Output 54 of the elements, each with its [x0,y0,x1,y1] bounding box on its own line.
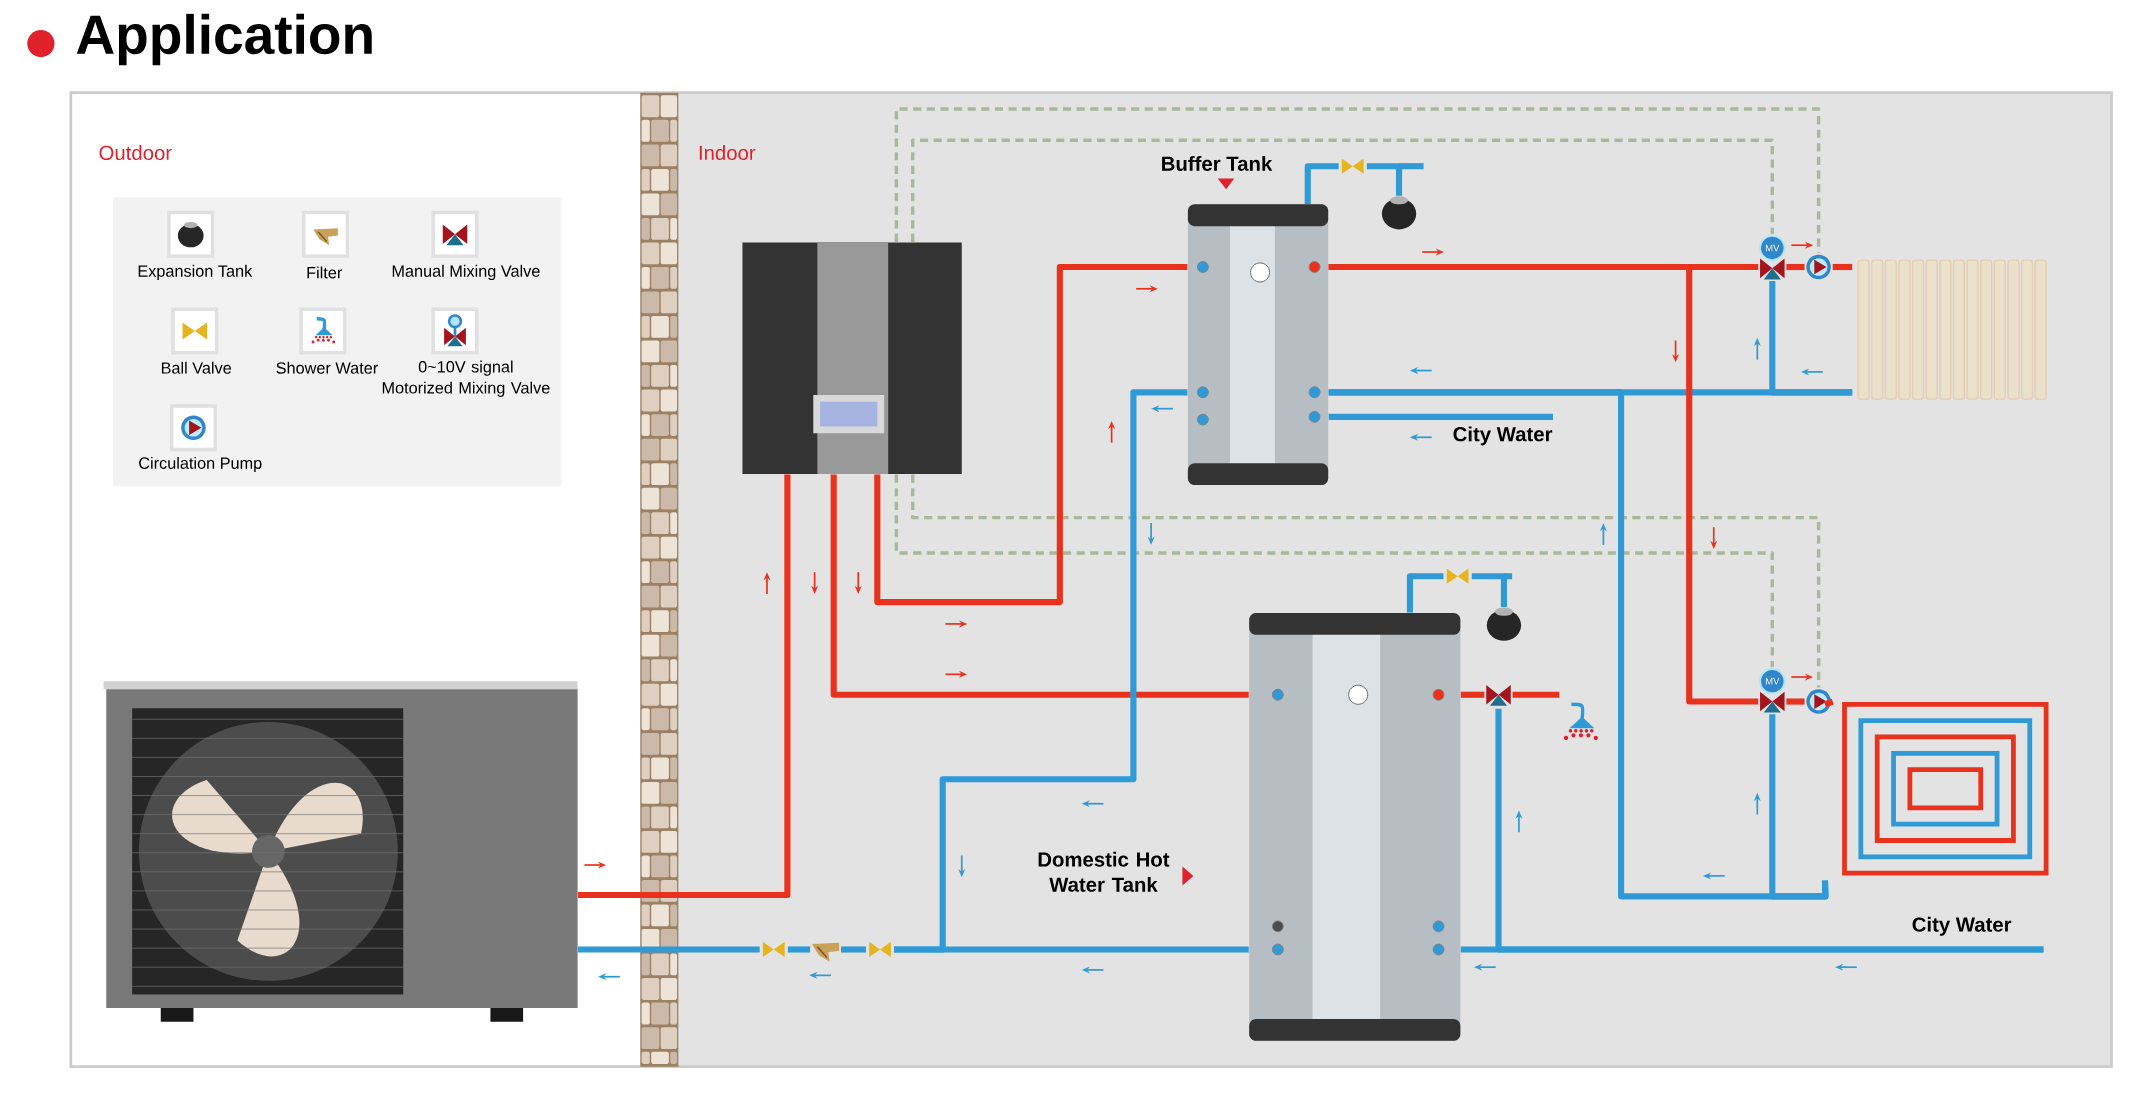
pipe [1495,708,2044,953]
outdoor-unit-drawing [103,681,578,1022]
motorized-valve: MV [1759,667,1786,713]
signal-line [894,107,1821,253]
legend-label: Shower Water [276,361,378,374]
pipe [1786,698,1805,705]
motorized-valve: MV [1759,234,1786,280]
pipe [894,946,1249,953]
legend-label: Ball Valve [161,361,232,374]
pipe [1328,264,1759,705]
area-label: Outdoor [99,145,172,161]
edge-label: City Water [1909,914,2014,939]
mixing-valve [1486,685,1511,706]
legend-label: Circulation Pump [139,457,262,473]
indoor-unit-drawing [742,242,962,475]
ball-valve [869,941,891,958]
legend-label: 0~10V signal Motorized Mixing Valve [382,360,550,397]
ball-valve [762,941,785,958]
radiator-drawing [1857,259,2047,400]
filter [811,942,840,962]
ball-valve [1341,158,1364,174]
tank-label: Domestic Hot Water Tank [1038,851,1170,892]
pipe [1460,691,1485,698]
legend-label: Filter [307,266,342,279]
signal-line [911,474,1821,688]
circulation-pump [1806,254,1831,280]
pipe [874,264,1188,606]
tank-label: Buffer Tank [1162,156,1273,171]
pipe [1366,163,1403,196]
area-label: Indoor [699,145,756,161]
water-tank [1249,613,1461,1041]
floor-heating-coil-drawing [1842,701,2049,876]
pipe [1769,281,1853,396]
legend-label: Expansion Tank [138,264,253,281]
signal-line [894,474,1774,668]
signal-line [911,138,1774,243]
legend-label: Manual Mixing Valve [392,264,540,281]
ball-valve [1446,568,1469,584]
pipe [787,946,811,953]
expansion-tank [1486,607,1522,641]
pipe [830,474,1249,698]
circulation-pump [1806,689,1831,714]
pipe [1471,573,1507,608]
shower-head-drawing [1563,702,1598,741]
pipe [1786,264,1805,271]
title: Application [76,13,372,66]
pipe [1823,698,1834,708]
pipe [1406,573,1444,613]
pipe [1769,714,1829,900]
pipe [1512,691,1560,698]
edge-label: City Water [1450,424,1555,448]
pipe [1832,264,1853,271]
buffer-tank [1187,204,1329,485]
expansion-tank [1381,196,1417,230]
